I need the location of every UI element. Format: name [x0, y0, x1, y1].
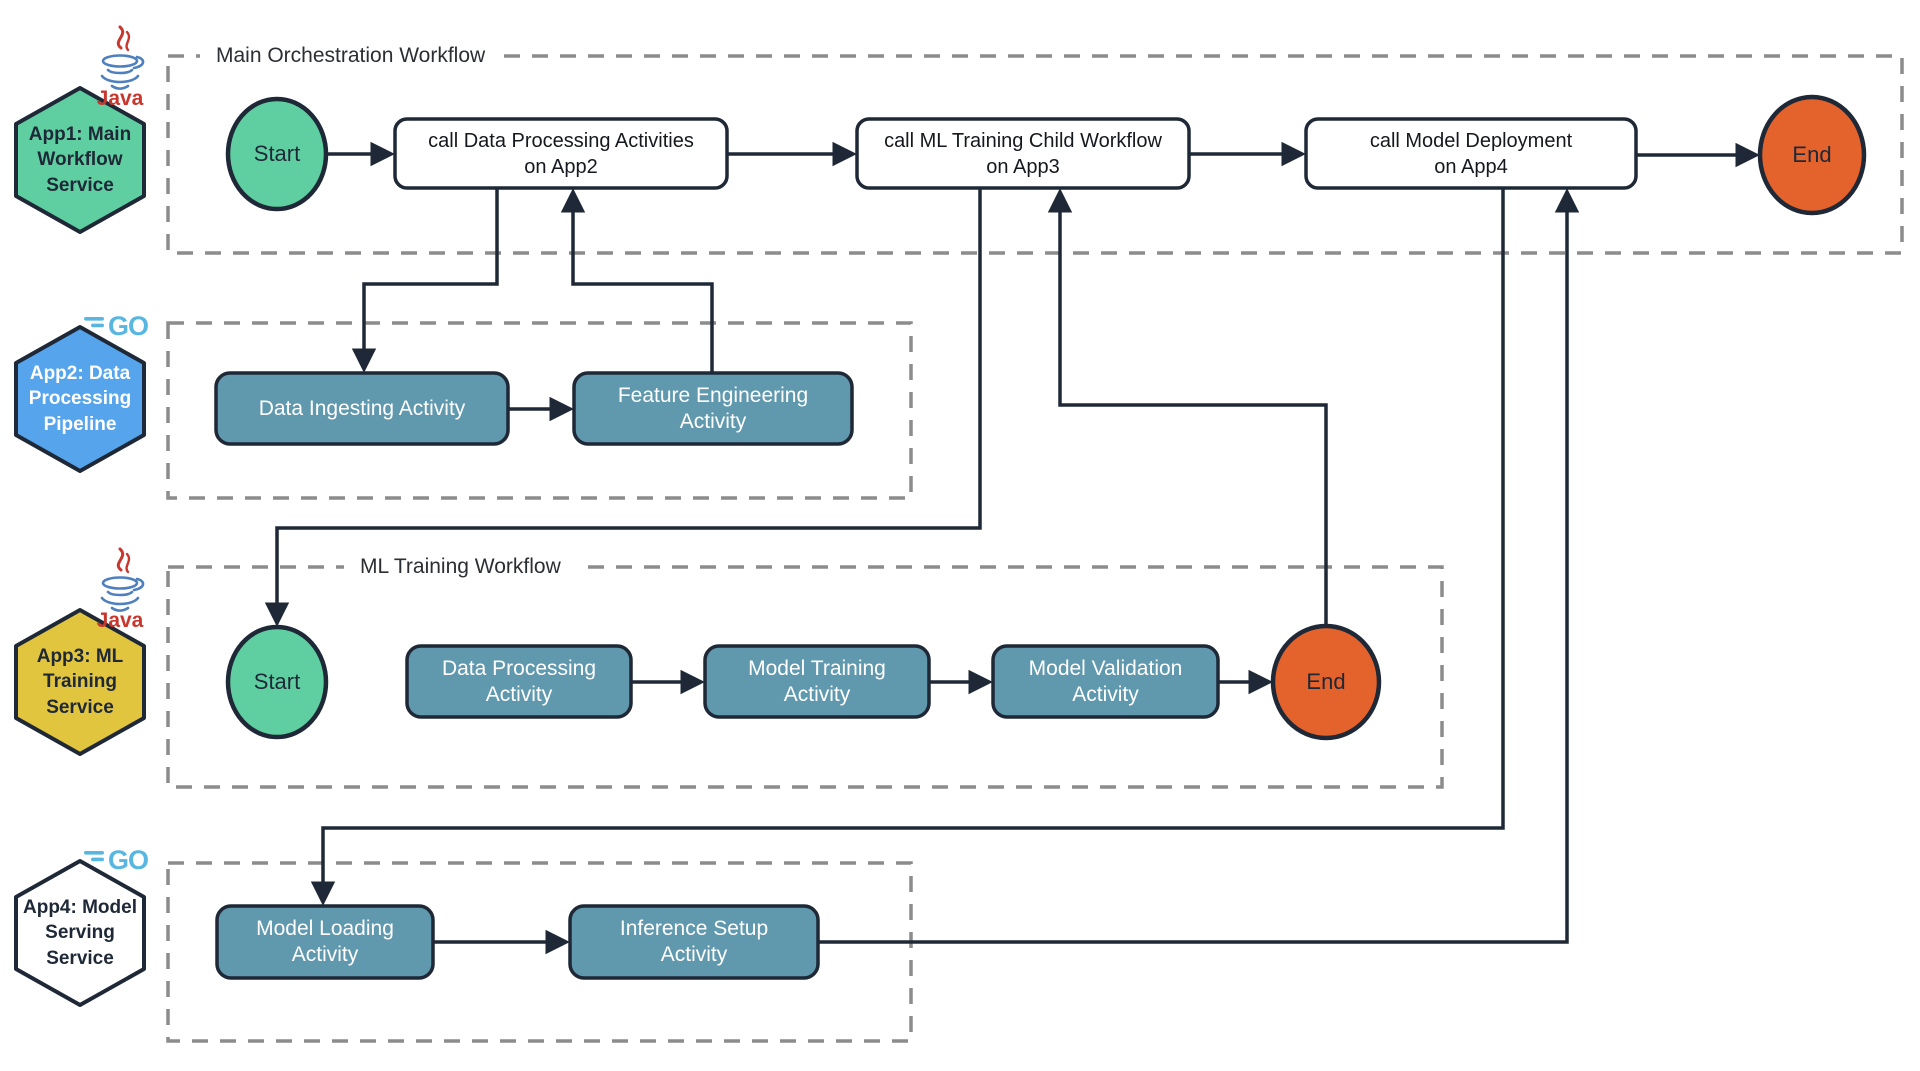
arrow-call-app4-to-model-loading [310, 188, 1505, 906]
java-logo-app3: Java [97, 547, 145, 632]
hexagon-app4 [14, 859, 146, 1007]
node-call-ml-training [855, 117, 1191, 190]
node-model-validation-activity [991, 644, 1220, 719]
java-wordmark: Java [97, 87, 144, 110]
arrow-call-app2-to-ingest [351, 188, 499, 373]
node-data-ingesting [214, 371, 510, 446]
hexagon-app3 [14, 608, 146, 756]
node-ml-start [225, 624, 329, 740]
arrow-ml-end-return-to-call-app3 [1047, 188, 1328, 626]
hexagon-app2 [14, 325, 146, 473]
go-wordmark: GO [108, 311, 148, 341]
arrow-inference-return-to-call-app4 [818, 188, 1580, 944]
go-logo-app2: GO [84, 311, 149, 341]
node-call-data-processing [393, 117, 729, 190]
node-main-start [225, 96, 329, 212]
group-main-orchestration [166, 54, 1904, 255]
node-main-end [1757, 94, 1867, 216]
go-logo-app4: GO [84, 845, 149, 875]
go-wordmark: GO [108, 845, 148, 875]
arrow-feature-return-to-call-app2 [560, 188, 714, 373]
node-call-model-deployment [1304, 117, 1638, 190]
node-data-processing-activity [405, 644, 633, 719]
arrow-call-app3-to-ml-start [264, 188, 982, 627]
node-ml-end [1270, 623, 1382, 741]
java-logo-app1: Java [97, 25, 145, 110]
group-app2-pipeline [166, 321, 913, 500]
main-workflow-title: Main Orchestration Workflow [200, 42, 502, 70]
hexagon-app1 [14, 86, 146, 234]
node-inference-setup-activity [568, 904, 820, 980]
ml-workflow-title: ML Training Workflow [344, 553, 577, 581]
node-model-loading-activity [215, 904, 435, 980]
node-model-training-activity [703, 644, 931, 719]
group-ml-training [166, 565, 1444, 789]
node-feature-engineering [572, 371, 854, 446]
group-app4-serving [166, 861, 913, 1043]
java-wordmark: Java [97, 609, 144, 632]
